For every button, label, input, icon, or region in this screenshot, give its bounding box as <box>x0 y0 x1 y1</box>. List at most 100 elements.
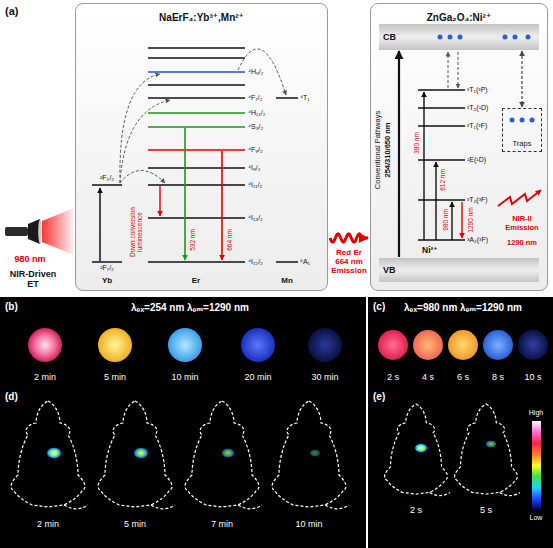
transition-arrow <box>461 202 462 238</box>
condition-label: λₑₓ=980 nm λₑₘ=1290 nm <box>404 302 522 314</box>
energy-transfer-arrow <box>120 100 170 183</box>
er-levels <box>148 71 245 73</box>
electron-dot <box>438 35 535 123</box>
valence-band: VB <box>379 258 539 282</box>
panel-letter: (b) <box>5 301 18 313</box>
electron-dot <box>438 35 443 40</box>
band-label: VB <box>383 265 396 275</box>
transition-arrow <box>221 151 223 260</box>
mouse-outline <box>385 404 450 496</box>
yb-levels <box>92 184 122 186</box>
conduction-band: CB <box>379 24 539 50</box>
ion-label: Ni²⁺ <box>422 246 438 256</box>
er-levels <box>148 84 245 86</box>
time-label: 4 s <box>422 372 434 382</box>
level-label: ²F₇/₂ <box>100 264 114 272</box>
electron-dot <box>510 118 515 123</box>
image-panel-ground <box>0 297 553 548</box>
yb-levels <box>92 261 122 263</box>
ni-levels <box>418 90 465 240</box>
time-label: 10 min <box>171 372 198 382</box>
mouse-outline <box>455 404 520 496</box>
ion-label: Yb <box>102 276 112 285</box>
note-label: NIR-Driven ET <box>5 269 61 290</box>
er-levels <box>148 47 245 49</box>
sample-spot <box>448 330 478 360</box>
band-fill <box>379 24 539 282</box>
panel-fill <box>75 3 548 291</box>
energy-transfer-arrow <box>120 171 165 184</box>
transition-arrow <box>451 202 452 240</box>
level-label: ⁴I₉/₂ <box>248 164 260 172</box>
time-label: 2 s <box>410 505 422 515</box>
electron-dot <box>458 35 463 40</box>
level-label: ³T₂(³F) <box>467 196 488 204</box>
time-label: 10 min <box>295 519 322 529</box>
signal-spot <box>221 448 235 458</box>
sample-spot <box>28 328 548 362</box>
sample-spot <box>308 328 342 362</box>
energy-transfer-arrow <box>120 74 160 183</box>
level-label: ⁴F₉/₂ <box>248 146 263 154</box>
level-label: ³A₂(³F) <box>467 236 488 244</box>
level-label: ⁴S₃/₂ <box>248 123 263 131</box>
level-label: ⁴T₁ <box>300 94 310 102</box>
time-label: 2 min <box>37 519 59 529</box>
charge-transfer-arrow <box>458 52 459 88</box>
flashlight-icon <box>38 220 42 244</box>
er-levels <box>148 261 245 263</box>
time-label: 30 min <box>311 372 338 382</box>
er-levels <box>148 57 245 59</box>
transition-arrow <box>184 128 186 260</box>
yb-levels <box>92 185 122 262</box>
ion-label: Mn <box>281 276 293 285</box>
er-levels <box>148 126 245 128</box>
wavelength-label: 1290 nm <box>507 239 537 248</box>
transition-arrow <box>159 186 160 216</box>
wavelength-label: 532 nm <box>189 229 196 251</box>
panel-letter: (c) <box>373 301 385 313</box>
electron-dot <box>448 35 453 40</box>
condition-label: λₑₓ=254 nm λₑₘ=1290 nm <box>131 302 249 314</box>
electron-dot <box>513 35 518 40</box>
time-label: 7 min <box>211 519 233 529</box>
er-levels <box>148 217 245 219</box>
level-label: ¹E(¹D) <box>467 156 486 164</box>
sample-spot <box>413 330 443 360</box>
material-panel: NaErF₄:Yb³⁺,Mn²⁺ <box>75 3 328 291</box>
electron-dot <box>530 118 535 123</box>
panel-letter: (a) <box>5 5 18 18</box>
level-label: ⁴H₁₁/₂ <box>248 109 265 117</box>
level-label: ³T₁(³F) <box>467 122 487 130</box>
emission-label: NIR-II Emission <box>499 215 545 232</box>
sample-spot <box>483 330 513 360</box>
time-label: 5 s <box>480 505 492 515</box>
pathway-label: Conventional Pathways <box>374 111 383 189</box>
wavelength-label: 1290 nm <box>467 207 474 232</box>
transition-arrow <box>423 92 424 240</box>
level-label: ⁴I₁₁/₂ <box>248 181 262 189</box>
band-fill <box>379 258 539 282</box>
emission-label: Red Er 664 nm Emission <box>330 248 368 276</box>
time-label: 6 s <box>457 372 469 382</box>
ni-levels <box>418 89 465 91</box>
panel-title: NaErF₄:Yb³⁺,Mn²⁺ <box>159 12 244 24</box>
image-panel-ground <box>368 297 553 548</box>
wavelength-label: 612 nm <box>439 169 446 191</box>
flashlight-icon <box>42 208 74 255</box>
signal-spot <box>414 443 428 453</box>
process-label: Down conversion luminescence <box>129 201 144 263</box>
er-levels <box>148 48 245 262</box>
charge-transfer-arrow <box>448 52 449 88</box>
band-label: Traps <box>513 140 532 149</box>
ni-levels <box>418 159 465 161</box>
band-label: CB <box>383 32 396 42</box>
colorbar <box>532 421 541 510</box>
mn-levels <box>276 98 298 262</box>
signal-spot <box>46 447 62 459</box>
panel-fill <box>370 3 548 291</box>
trap-box: Traps <box>502 108 542 152</box>
